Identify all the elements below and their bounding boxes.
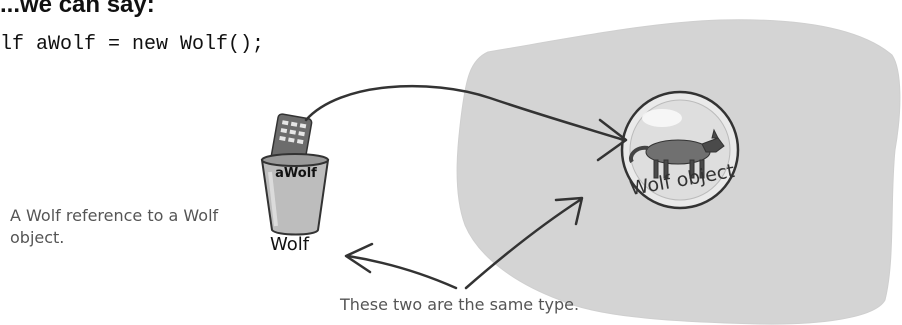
reference-type-label: Wolf bbox=[270, 234, 310, 255]
wolf-icon bbox=[629, 128, 725, 179]
reference-arrow bbox=[304, 84, 628, 162]
reference-variable-label: aWolf bbox=[275, 166, 317, 181]
type-arrow-right bbox=[464, 196, 584, 290]
type-arrow-left bbox=[344, 242, 458, 290]
code-line: lf aWolf = new Wolf(); bbox=[0, 33, 265, 56]
cup-icon bbox=[260, 153, 330, 236]
reference-note: A Wolf reference to a Wolf object. bbox=[10, 206, 219, 247]
same-type-note: These two are the same type. bbox=[340, 295, 580, 314]
heading-fragment: ...we can say: bbox=[0, 0, 155, 18]
